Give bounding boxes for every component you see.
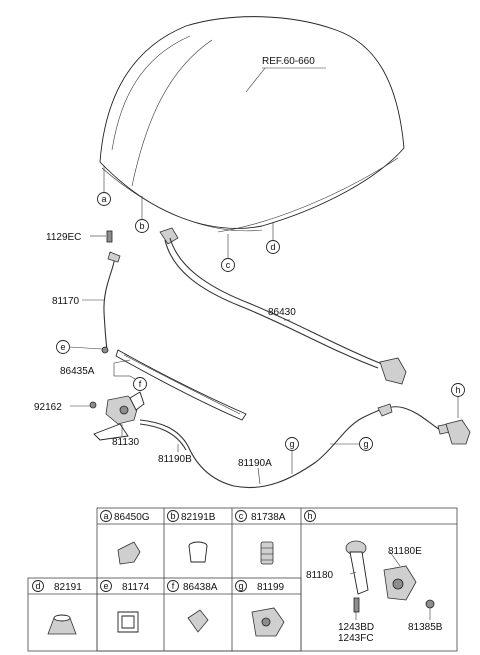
svg-text:g: g [363,439,368,449]
table-callout-d [32,580,44,592]
label-81190a: 81190A [238,458,272,469]
clip-86450g-icon [117,541,141,565]
hood-stay-rod [101,230,121,354]
svg-text:c: c [239,511,244,521]
table-part-81199: 81199 [257,582,285,593]
callout-d [266,240,280,254]
table-part-81174: 81174 [122,582,150,593]
label-86430: 86430 [268,307,296,318]
hood-latch [93,391,145,441]
label-1243fc: 1243FC [338,633,374,644]
table-part-86450g: 86450G [114,512,150,523]
table-callout-e [100,580,112,592]
hood-panel [99,16,405,233]
table-callout-f [167,580,179,592]
svg-text:f: f [139,379,142,389]
table-callout-c [235,510,247,522]
svg-text:d: d [35,581,40,591]
callout-h [451,383,465,397]
label-81170: 81170 [52,296,80,307]
release-handle-assembly [345,540,435,613]
label-86435a: 86435A [60,366,95,377]
svg-text:g: g [289,439,294,449]
label-92162: 92162 [34,402,62,413]
table-part-81738a: 81738A [251,512,286,523]
label-1129ec: 1129EC [46,232,81,243]
parts-table [27,507,458,652]
svg-text:e: e [60,342,65,352]
table-callout-b [167,510,179,522]
svg-text:d: d [270,242,275,252]
svg-text:c: c [226,260,231,270]
svg-text:f: f [172,581,175,591]
svg-text:h: h [455,385,460,395]
table-part-82191b: 82191B [181,512,216,523]
label-81190b: 81190B [158,454,192,465]
table-callout-g [235,580,247,592]
label-1243bd: 1243BD [338,622,374,633]
callout-g-2 [359,437,373,451]
bolt-92162 [89,401,97,409]
label-81130: 81130 [112,437,140,448]
ref-label: REF.60-660 [262,56,315,67]
label-81385b: 81385B [408,622,443,633]
seal-strip [115,349,247,421]
callout-b [135,219,149,233]
svg-text:a: a [101,194,106,204]
table-part-82191: 82191 [54,582,82,593]
hood-release-cable [159,227,407,385]
svg-text:g: g [238,581,243,591]
callout-f [133,377,147,391]
release-handle [445,419,471,445]
clip-81174-icon [117,611,139,633]
svg-text:b: b [139,221,144,231]
clip-86438a-icon [187,609,209,633]
callout-c [221,258,235,272]
table-callout-h [304,510,316,522]
table-part-86438a: 86438A [183,582,218,593]
label-81180e: 81180E [388,546,422,557]
callout-g-1 [285,437,299,451]
label-81180: 81180 [306,570,334,581]
callout-a [97,192,111,206]
svg-text:h: h [307,511,312,521]
table-callout-a [100,510,112,522]
latch-release-cables [139,403,451,489]
svg-text:a: a [103,511,108,521]
spring-81738a-icon [260,541,274,565]
svg-text:b: b [170,511,175,521]
svg-text:e: e [103,581,108,591]
callout-e [56,340,70,354]
